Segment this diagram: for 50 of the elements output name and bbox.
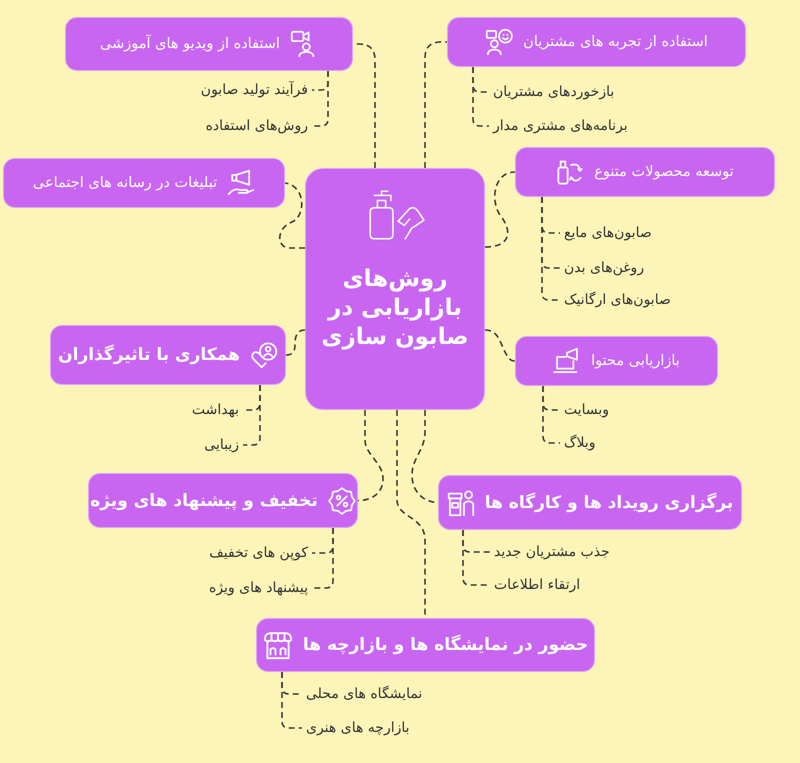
topic-box: [515, 147, 775, 197]
subtopic-label: جذب مشتریان جدید: [490, 542, 614, 562]
topic-box: [447, 17, 746, 67]
connector-line: [424, 41, 447, 168]
topic-title: بازاریابی محتوا: [591, 353, 680, 369]
topic-title: تبلیغات در رسانه های اجتماعی: [32, 175, 218, 191]
subtopic-label: وبسایت: [560, 400, 614, 420]
subtopic-label: ارتقاء اطلاعات: [490, 575, 584, 595]
topic-title: حضور در نمایشگاه ها و بازارچه ها: [302, 635, 588, 655]
topic-box: [256, 618, 595, 672]
topic-box: [3, 158, 285, 208]
subtopic-label: روغن‌های بدن: [560, 258, 648, 278]
subtopic-label: روش‌های استفاده: [202, 116, 312, 136]
central-box: [305, 168, 485, 410]
topic-title: استفاده از تجربه های مشتریان: [523, 34, 708, 50]
connector-line: [542, 386, 560, 444]
connector-line: [312, 71, 329, 127]
connector-line: [243, 385, 261, 446]
subtopic-label: بازخوردهای مشتریان: [489, 82, 618, 102]
subtopic-label: بازارچه های هنری: [302, 718, 414, 738]
connector-line: [484, 171, 516, 248]
connector-line: [484, 329, 516, 362]
subtopic-label: کوپن های تخفیف: [205, 543, 312, 563]
connector-line: [541, 197, 560, 301]
subtopic-label: صابون‌های ارگانیک: [560, 290, 675, 310]
subtopic-label: بهداشت: [188, 400, 243, 420]
topic-box: [50, 325, 286, 385]
connector-line: [472, 67, 489, 127]
topic-box: [438, 475, 742, 530]
topic-title: همکاری با تاثیرگذاران: [58, 345, 240, 365]
subtopic-label: فرآیند تولید صابون: [196, 80, 312, 100]
subtopic-label: زیبایی: [200, 435, 243, 455]
connector-line: [286, 329, 306, 356]
connector-line: [312, 528, 334, 589]
topic-title: توسعه محصولات متنوع: [594, 164, 734, 180]
connector-line: [278, 182, 305, 249]
subtopic-label: صابون‌های مایع: [560, 223, 656, 243]
topic-box: [88, 473, 358, 528]
subtopic-label: برنامه‌های مشتری مدار: [489, 116, 632, 136]
topic-title: استفاده از ویدیو های آموزشی: [100, 36, 280, 52]
topic-title: تخفیف و پیشنهاد های ویژه: [90, 490, 318, 510]
central-title: روش‌های بازاریابی در صابون سازی: [320, 265, 470, 352]
connector-line: [281, 672, 302, 729]
topic-box: [515, 336, 718, 386]
subtopic-label: نمایشگاه های محلی: [302, 684, 426, 704]
topic-title: برگزاری رویداد ها و کارگاه ها: [484, 492, 734, 512]
subtopic-label: وبلاگ: [560, 433, 600, 453]
topic-box: [65, 17, 353, 71]
subtopic-label: پیشنهاد های ویژه: [204, 578, 312, 598]
connector-line: [358, 410, 384, 502]
